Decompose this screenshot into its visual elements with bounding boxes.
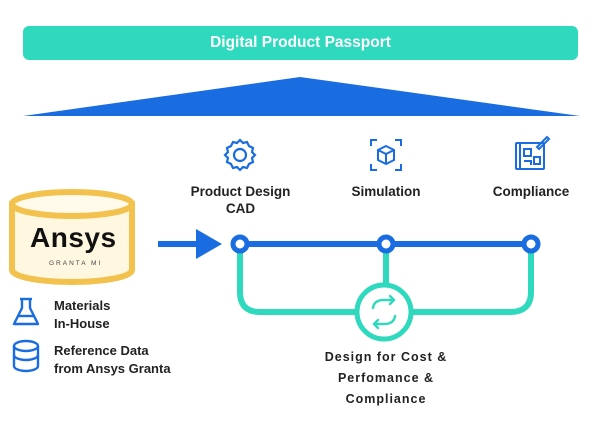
gear-icon <box>223 138 257 172</box>
passport-banner: Digital Product Passport <box>23 26 578 60</box>
stage-node <box>230 234 250 254</box>
stage-node <box>521 234 541 254</box>
flow-arrow <box>158 229 222 259</box>
brand-logo: Ansys <box>30 222 117 253</box>
refresh-icon <box>354 282 414 342</box>
banner-title: Digital Product Passport <box>210 34 391 51</box>
stage-label-compliance: Compliance <box>492 184 570 199</box>
stage-label-simulation: Simulation <box>351 184 421 199</box>
stage-label-product-design: Product Design CAD <box>190 184 291 216</box>
source-reference-data: Reference Data from Ansys Granta <box>54 343 171 376</box>
stage-node <box>376 234 396 254</box>
cube-icon <box>370 139 402 171</box>
database-cylinder <box>9 189 135 285</box>
blueprint-icon <box>515 135 551 170</box>
loop-description: Design for Cost & Perfomance & Complianc… <box>324 350 448 406</box>
roof-triangle <box>23 77 580 116</box>
product-name: GRANTA MI <box>49 260 103 267</box>
source-materials: Materials In-House <box>54 298 111 331</box>
database-icon <box>12 339 40 373</box>
flask-icon <box>12 297 40 326</box>
